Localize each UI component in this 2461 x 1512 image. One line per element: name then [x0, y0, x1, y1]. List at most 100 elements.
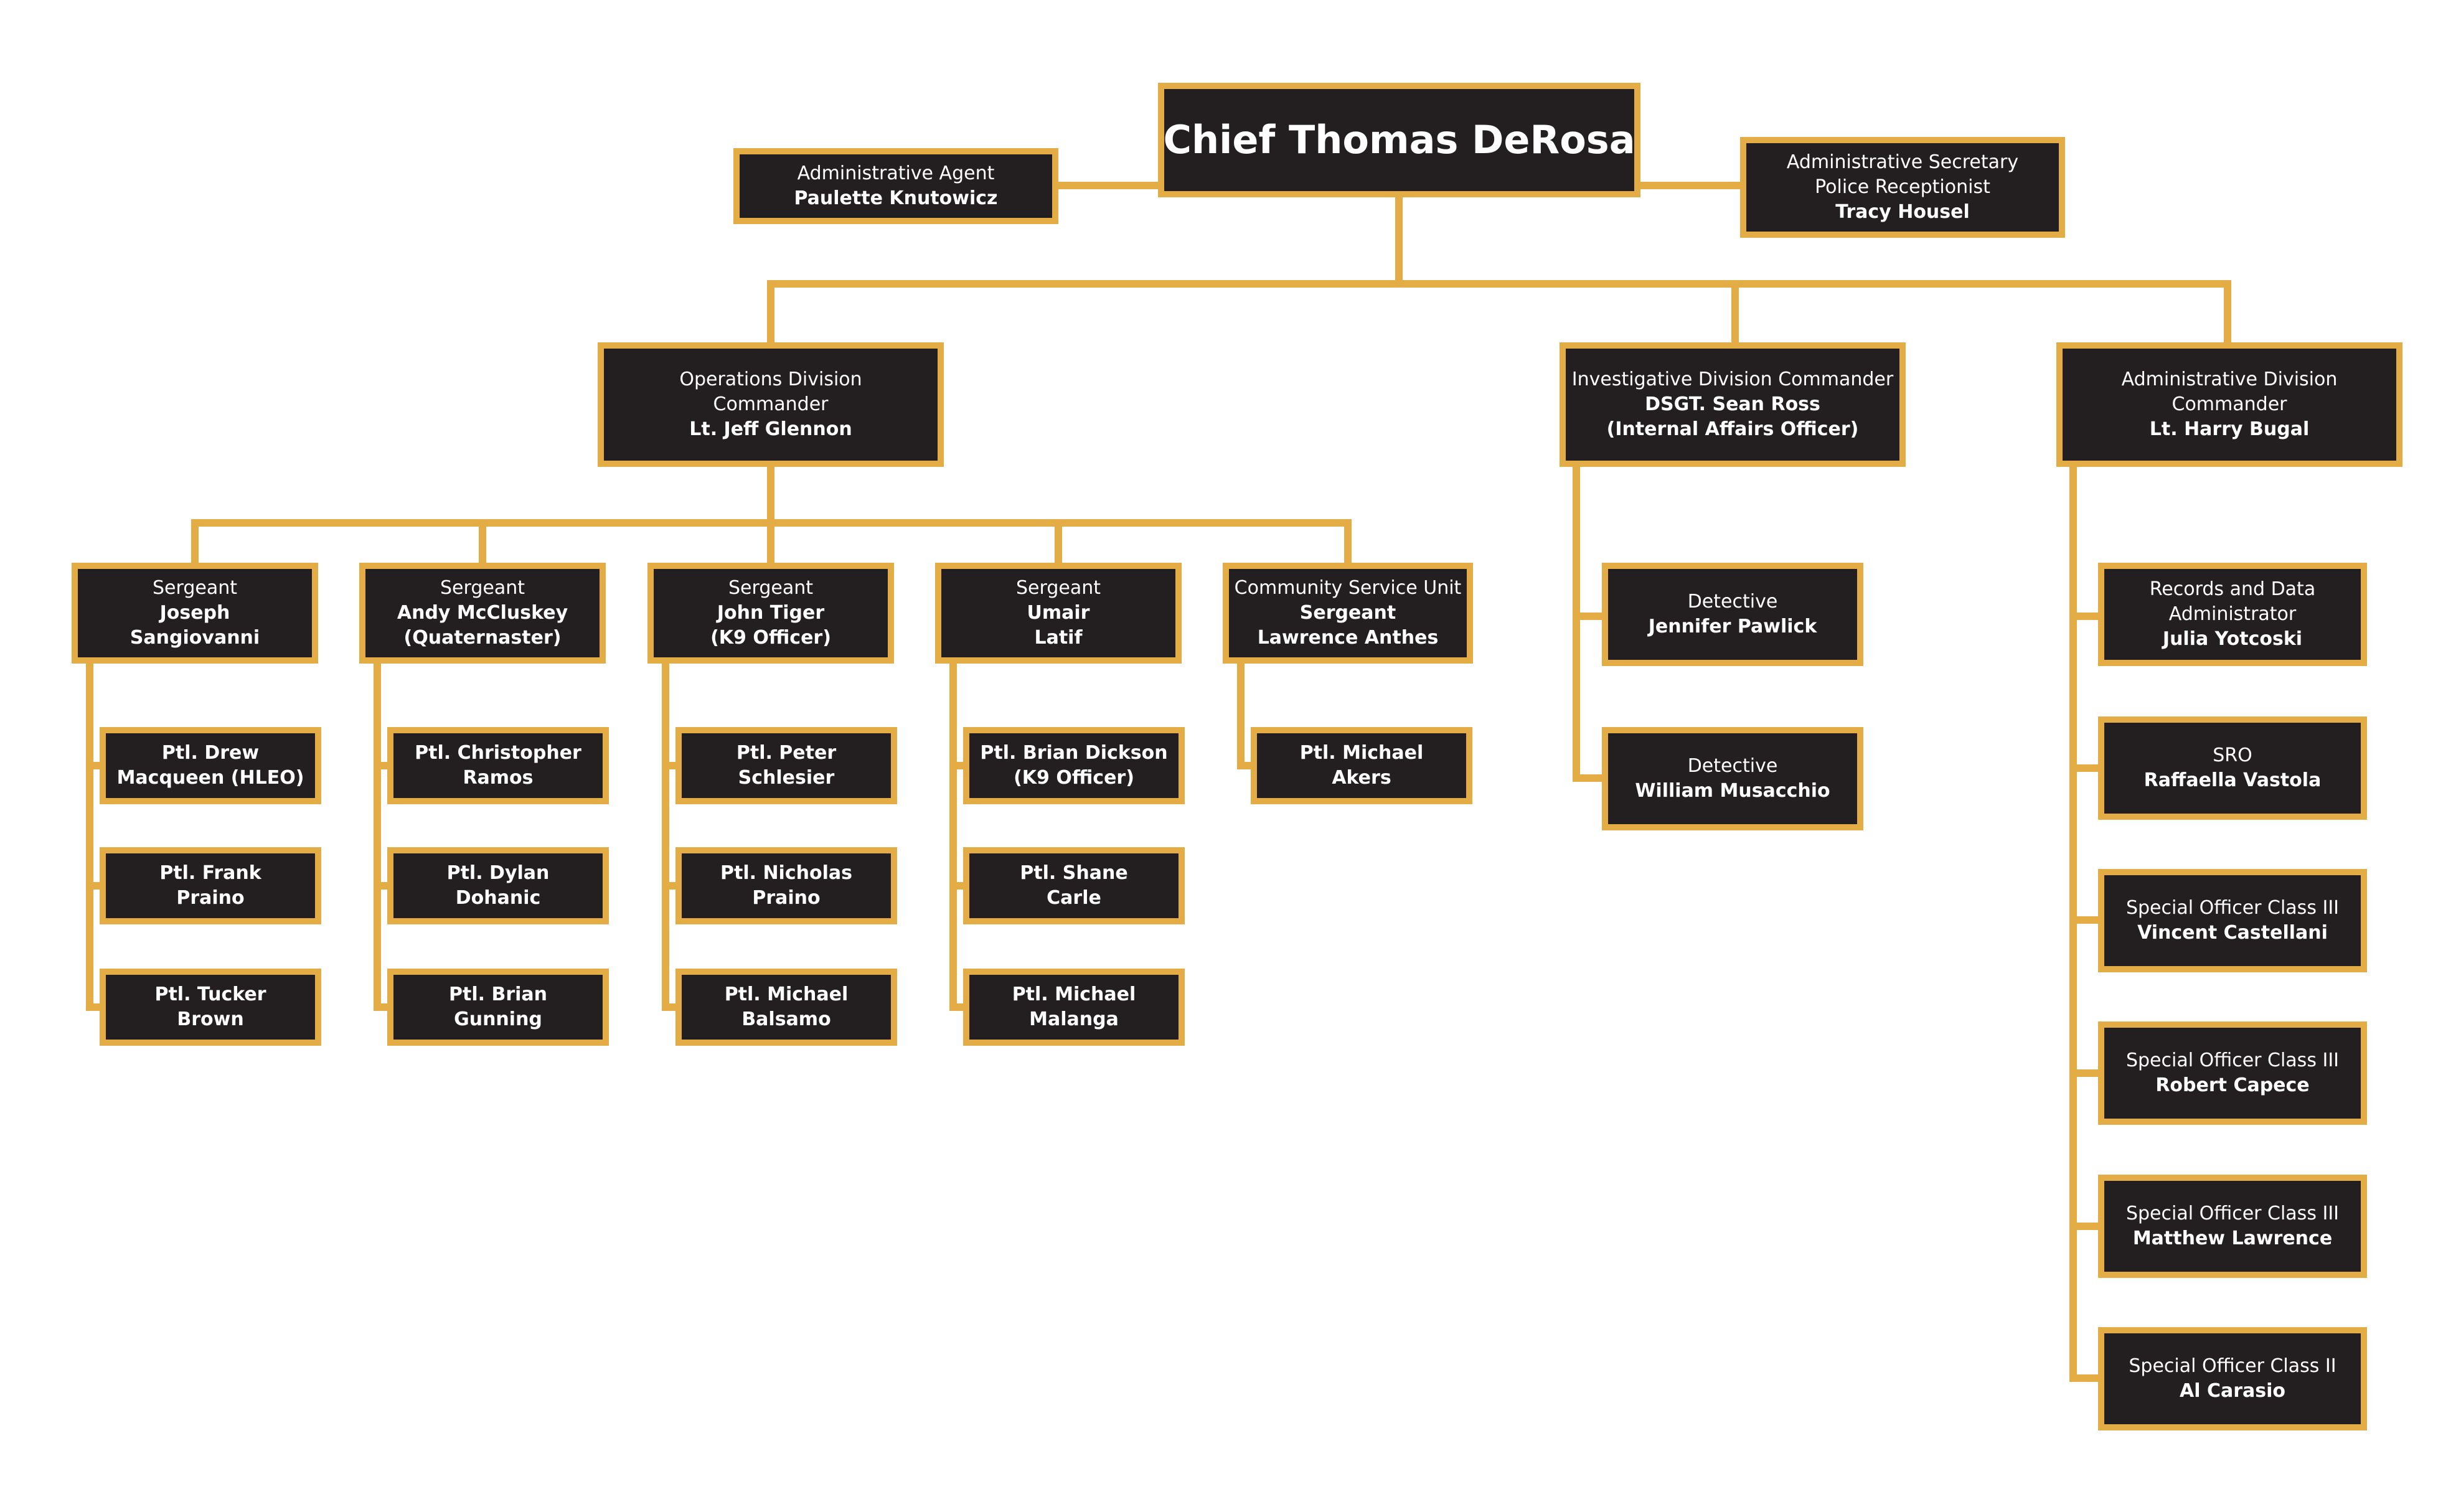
- administrative-title-1: Administrative Division: [2121, 369, 2338, 390]
- detective-box: Detective William Musacchio: [1602, 727, 1863, 830]
- sergeant-title: Sergeant: [1016, 577, 1101, 599]
- patrolman-line-1: Ptl. Christopher: [415, 742, 581, 764]
- admin-staff-box: Special Officer Class III Matthew Lawren…: [2098, 1175, 2367, 1278]
- admin-agent-title: Administrative Agent: [797, 162, 995, 184]
- detective-box: Detective Jennifer Pawlick: [1602, 563, 1863, 666]
- admin-staff-title-1: Special Officer Class III: [2125, 897, 2340, 919]
- investigative-title: Investigative Division Commander: [1571, 369, 1894, 390]
- patrolman-line-2: Schlesier: [738, 767, 835, 789]
- community-service-sergeant-box: Community Service Unit Sergeant Lawrence…: [1223, 563, 1473, 664]
- administrative-commander-box: Administrative Division Commander Lt. Ha…: [2056, 342, 2402, 467]
- sergeant-title: Community Service Unit: [1234, 577, 1462, 599]
- patrolman-line-2: Akers: [1332, 767, 1391, 789]
- patrolman-line-1: Ptl. Brian Dickson: [980, 742, 1168, 764]
- administrative-name: Lt. Harry Bugal: [2149, 418, 2310, 440]
- admin-staff-title-1: Records and Data: [2149, 578, 2316, 600]
- patrolman-line-2: Praino: [176, 887, 245, 909]
- admin-secretary-title-2: Police Receptionist: [1815, 176, 1990, 198]
- sergeant-name-1: Andy McCluskey: [397, 602, 568, 624]
- operations-title-1: Operations Division: [679, 369, 862, 390]
- patrolman-box: Ptl. Brian Dickson (K9 Officer): [963, 727, 1185, 804]
- patrolman-box: Ptl. Dylan Dohanic: [387, 847, 609, 924]
- patrolman-line-2: Dohanic: [455, 887, 541, 909]
- detective-title: Detective: [1687, 755, 1778, 777]
- sergeant-title: Sergeant: [153, 577, 237, 599]
- patrolman-box: Ptl. Michael Akers: [1251, 727, 1472, 804]
- patrolman-box: Ptl. Michael Malanga: [963, 969, 1185, 1046]
- admin-staff-title-1: Special Officer Class III: [2125, 1049, 2340, 1071]
- operations-title-2: Commander: [713, 393, 829, 415]
- sergeant-name-1: Umair: [1027, 602, 1090, 624]
- patrolman-line-2: Malanga: [1029, 1008, 1119, 1030]
- sergeant-box: Sergeant Umair Latif: [935, 563, 1182, 664]
- patrolman-box: Ptl. Michael Balsamo: [675, 969, 897, 1046]
- admin-staff-name: Robert Capece: [2155, 1074, 2310, 1096]
- patrolman-line-1: Ptl. Michael: [1299, 742, 1424, 764]
- patrolman-box: Ptl. Peter Schlesier: [675, 727, 897, 804]
- chief-name: Chief Thomas DeRosa: [1163, 117, 1635, 162]
- admin-agent-name: Paulette Knutowicz: [794, 187, 998, 209]
- admin-staff-box: Records and Data Administrator Julia Yot…: [2098, 563, 2367, 666]
- patrolman-line-1: Ptl. Dylan: [446, 862, 550, 884]
- sergeant-title: Sergeant: [728, 577, 813, 599]
- administrative-title-2: Commander: [2172, 393, 2287, 415]
- patrolman-line-1: Ptl. Brian: [449, 984, 547, 1005]
- admin-staff-title-1: Special Officer Class III: [2125, 1203, 2340, 1224]
- patrolman-box: Ptl. Shane Carle: [963, 847, 1185, 924]
- patrolman-line-1: Ptl. Michael: [724, 984, 849, 1005]
- patrolman-line-1: Ptl. Frank: [159, 862, 261, 884]
- sergeant-box: Sergeant Joseph Sangiovanni: [72, 563, 318, 664]
- patrolman-box: Ptl. Tucker Brown: [100, 969, 321, 1046]
- patrolman-box: Ptl. Drew Macqueen (HLEO): [100, 727, 321, 804]
- patrolman-line-1: Ptl. Nicholas: [720, 862, 852, 884]
- admin-secretary-box: Administrative Secretary Police Receptio…: [1740, 137, 2065, 238]
- investigative-name-1: DSGT. Sean Ross: [1645, 393, 1820, 415]
- admin-staff-title-1: Special Officer Class II: [2129, 1355, 2336, 1377]
- patrolman-line-2: Macqueen (HLEO): [116, 767, 304, 789]
- operations-commander-box: Operations Division Commander Lt. Jeff G…: [598, 342, 944, 467]
- patrolman-line-1: Ptl. Drew: [161, 742, 260, 764]
- operations-name: Lt. Jeff Glennon: [689, 418, 852, 440]
- patrolman-box: Ptl. Frank Praino: [100, 847, 321, 924]
- chief-box: Chief Thomas DeRosa: [1158, 83, 1640, 197]
- admin-staff-box: Special Officer Class II Al Carasio: [2098, 1327, 2367, 1430]
- sergeant-name-1: John Tiger: [717, 602, 825, 624]
- sergeant-name-2: Latif: [1034, 627, 1083, 649]
- sergeant-box: Sergeant Andy McCluskey (Quaternaster): [359, 563, 606, 664]
- patrolman-box: Ptl. Nicholas Praino: [675, 847, 897, 924]
- sergeant-name-2: (K9 Officer): [710, 627, 831, 649]
- patrolman-line-2: Carle: [1047, 887, 1101, 909]
- admin-staff-title-1: SRO: [2213, 744, 2252, 766]
- patrolman-line-1: Ptl. Peter: [736, 742, 837, 764]
- sergeant-name-1: Joseph: [159, 602, 230, 624]
- detective-name: Jennifer Pawlick: [1648, 616, 1817, 637]
- admin-agent-box: Administrative Agent Paulette Knutowicz: [733, 148, 1058, 224]
- patrolman-line-2: (K9 Officer): [1014, 767, 1134, 789]
- patrolman-line-2: Praino: [752, 887, 821, 909]
- sergeant-name-2: Lawrence Anthes: [1257, 627, 1439, 649]
- patrolman-line-1: Ptl. Tucker: [154, 984, 266, 1005]
- admin-secretary-title-1: Administrative Secretary: [1786, 151, 2019, 173]
- investigative-commander-box: Investigative Division Commander DSGT. S…: [1560, 342, 1906, 467]
- patrolman-box: Ptl. Christopher Ramos: [387, 727, 609, 804]
- admin-staff-title-2: Administrator: [2168, 603, 2297, 625]
- admin-staff-name: Julia Yotcoski: [2162, 628, 2303, 650]
- sergeant-box: Sergeant John Tiger (K9 Officer): [647, 563, 894, 664]
- admin-staff-name: Vincent Castellani: [2137, 922, 2328, 944]
- sergeant-name-2: Sangiovanni: [129, 627, 260, 649]
- admin-secretary-name: Tracy Housel: [1835, 201, 1970, 223]
- patrolman-line-2: Balsamo: [741, 1008, 831, 1030]
- patrolman-line-1: Ptl. Shane: [1020, 862, 1128, 884]
- detective-title: Detective: [1687, 591, 1778, 613]
- investigative-name-2: (Internal Affairs Officer): [1606, 418, 1859, 440]
- sergeant-name-2: (Quaternaster): [403, 627, 562, 649]
- admin-staff-name: Al Carasio: [2180, 1380, 2285, 1402]
- admin-staff-name: Raffaella Vastola: [2143, 769, 2322, 791]
- admin-staff-box: Special Officer Class III Robert Capece: [2098, 1021, 2367, 1125]
- detective-name: William Musacchio: [1635, 780, 1830, 802]
- sergeant-name-1: Sergeant: [1299, 602, 1396, 624]
- patrolman-box: Ptl. Brian Gunning: [387, 969, 609, 1046]
- admin-staff-name: Matthew Lawrence: [2132, 1228, 2333, 1249]
